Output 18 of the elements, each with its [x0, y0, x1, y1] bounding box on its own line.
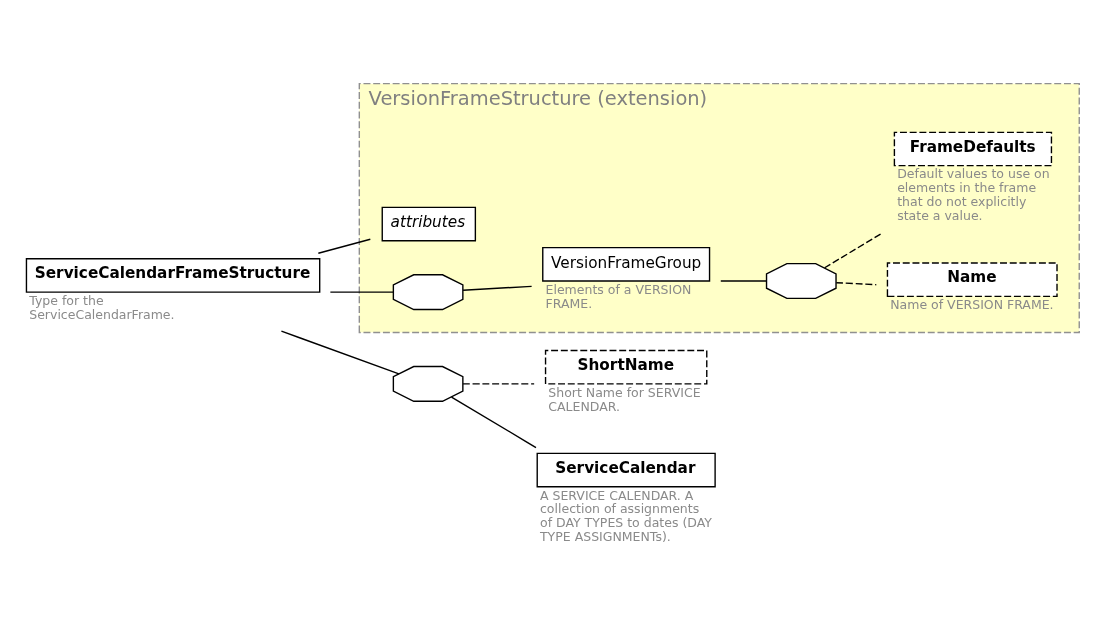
connector [280, 330, 400, 375]
node-label: Short Name for SERVICE CALENDAR. [548, 384, 701, 414]
connector [462, 285, 533, 291]
node-label: Name of VERSION FRAME. [890, 297, 1054, 313]
connector [450, 396, 537, 449]
node-octagon [765, 262, 837, 300]
connector [329, 291, 394, 293]
connector [462, 383, 535, 385]
connector [720, 280, 768, 282]
node-label: Default values to use on elements in the frame that do not explicitly state a value. [897, 166, 1050, 224]
node-octagon [392, 365, 464, 402]
node-label: A SERVICE CALENDAR. A collection of assignments of DAY TYPES to dates (DAY TYPE ASSIGNMENTs). [539, 487, 712, 545]
connector [317, 238, 371, 254]
node-label: Elements of a VERSION FRAME. [545, 281, 692, 311]
connector [835, 282, 877, 286]
connector [823, 231, 884, 269]
node-label: Type for the ServiceCalendarFrame. [29, 292, 175, 322]
node-octagon [392, 274, 464, 311]
